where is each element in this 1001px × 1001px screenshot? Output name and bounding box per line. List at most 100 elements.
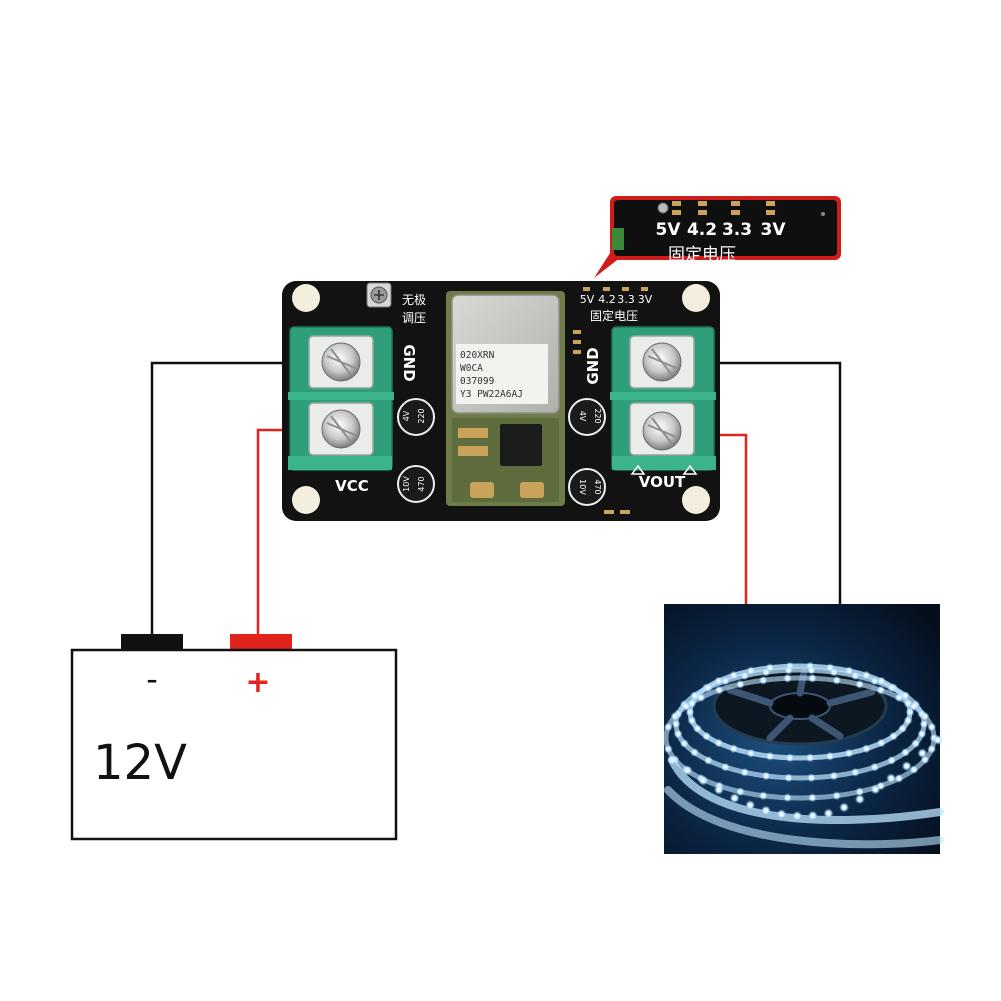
module-text-2: W0CA <box>460 363 483 374</box>
led-dot <box>832 791 842 801</box>
led-dot <box>919 719 929 729</box>
svg-text:10V: 10V <box>578 479 587 495</box>
led-dot <box>682 765 693 776</box>
capacitor: 4V 220 <box>568 398 606 436</box>
led-dot <box>758 791 768 801</box>
led-dot <box>663 744 673 754</box>
power-module: 020XRN W0CA 037099 Y3 PW22A6AJ <box>446 291 565 506</box>
led-dot <box>785 753 795 763</box>
inset-label-42: 4.2 <box>687 220 717 240</box>
led-dot <box>805 753 815 763</box>
led-dot <box>703 683 713 693</box>
svg-text:220: 220 <box>593 408 602 423</box>
led-dot <box>917 729 927 739</box>
led-dot <box>714 676 724 686</box>
led-dot <box>898 724 908 734</box>
led-dot <box>911 739 921 748</box>
led-dot <box>758 675 768 685</box>
led-dot <box>844 748 854 758</box>
led-dot <box>927 744 937 754</box>
led-dot <box>720 676 730 686</box>
svg-text:4V: 4V <box>402 410 411 421</box>
led-dot <box>714 738 724 748</box>
led-dot <box>745 800 756 811</box>
board-fixed-5v: 5V <box>580 293 595 306</box>
capacitor: 4V 220 <box>397 398 435 436</box>
led-dot <box>903 716 913 725</box>
module-text-3: 037099 <box>460 376 495 387</box>
label-vout: VOUT <box>639 473 686 491</box>
capacitor: 10V 470 <box>568 468 606 506</box>
led-dot <box>855 679 865 689</box>
mounting-hole <box>292 284 320 312</box>
label-vcc: VCC <box>335 477 369 495</box>
svg-text:10V: 10V <box>402 476 411 492</box>
led-dot <box>823 808 834 819</box>
led-dot <box>870 676 880 686</box>
led-dot <box>746 748 756 758</box>
module-text-4: Y3 PW22A6AJ <box>460 389 523 400</box>
led-dot <box>761 667 771 677</box>
led-dot <box>886 773 897 784</box>
led-strip-image <box>663 604 944 854</box>
led-dot <box>673 729 683 739</box>
led-dot <box>792 810 803 821</box>
led-dot <box>713 784 724 795</box>
led-dot <box>670 711 680 721</box>
led-dot <box>783 793 793 803</box>
inset-label-cn: 固定电压 <box>668 245 736 265</box>
led-dot <box>760 805 771 816</box>
led-dot <box>784 665 794 675</box>
led-dot <box>740 671 750 681</box>
converter-board: 无极 调压 5V 4.2 3.3 3V 固定电压 020XRN W0CA 037… <box>282 281 720 521</box>
battery-terminal-negative <box>121 634 183 650</box>
board-fixed-42: 4.2 <box>598 293 616 306</box>
led-dot <box>687 716 697 725</box>
led-dot <box>806 773 816 783</box>
led-dot <box>870 784 881 795</box>
led-dot <box>714 685 724 695</box>
fixed-voltage-callout: 5V 4.2 3.3 3V 固定电压 <box>594 196 841 278</box>
led-dot <box>784 773 794 783</box>
led-dot <box>920 711 930 721</box>
led-dot <box>729 744 739 754</box>
led-dot <box>746 666 756 676</box>
battery-plus-sign: + <box>245 665 270 700</box>
led-dot <box>901 761 912 772</box>
mounting-hole <box>682 284 710 312</box>
board-fixed-33: 3.3 <box>617 293 635 306</box>
led-dot <box>702 731 711 741</box>
label-gnd-input: GND <box>400 344 418 381</box>
mounting-hole <box>292 486 320 514</box>
led-dot <box>876 676 886 686</box>
led-dot <box>832 675 842 685</box>
led-dot <box>806 665 816 675</box>
led-dot <box>807 673 817 683</box>
led-dot <box>839 802 850 813</box>
led-dot <box>876 685 886 695</box>
led-dot <box>679 739 689 748</box>
smd-components <box>573 330 630 514</box>
wire-negative-output <box>668 361 842 604</box>
led-dot <box>917 748 928 759</box>
led-dot <box>698 775 709 786</box>
svg-text:470: 470 <box>593 479 602 494</box>
led-dot <box>887 683 897 693</box>
ic-chip <box>500 424 542 466</box>
label-gnd-output: GND <box>584 347 602 384</box>
inset-label-5v: 5V <box>656 220 682 240</box>
led-dot <box>776 809 787 820</box>
led-dot <box>900 747 910 757</box>
led-dot <box>692 724 702 734</box>
led-dot <box>829 667 839 677</box>
led-dot <box>894 693 904 703</box>
led-dot <box>829 771 839 781</box>
led-dot <box>703 755 713 765</box>
led-dot <box>887 755 897 765</box>
led-dot <box>854 794 865 805</box>
inset-label-3v: 3V <box>761 220 787 240</box>
led-dot <box>671 719 681 729</box>
led-dot <box>889 731 898 741</box>
solder-pads <box>583 287 648 291</box>
